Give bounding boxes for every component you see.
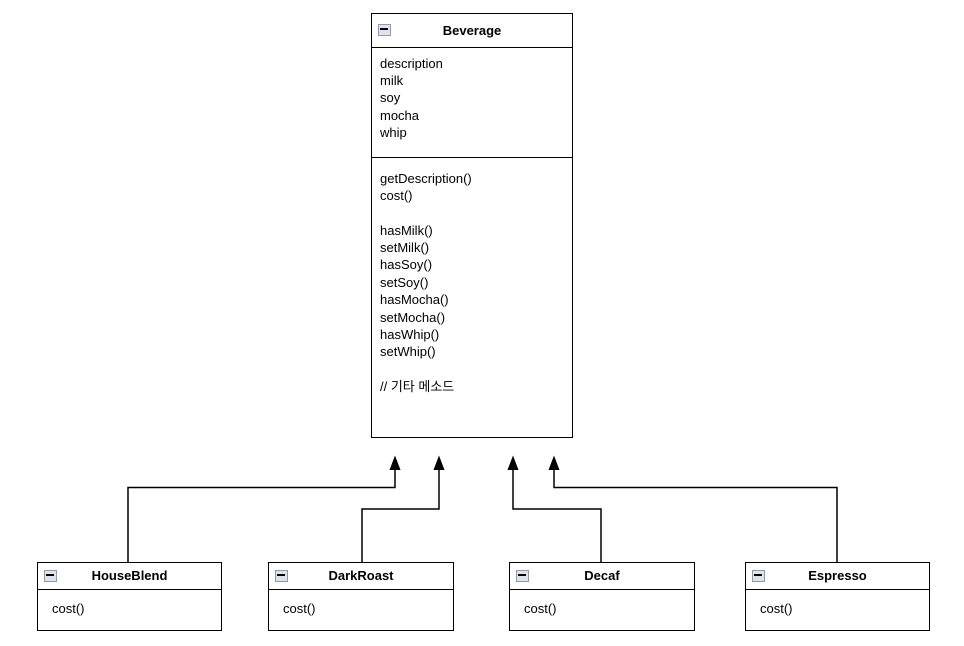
class-header-decaf: Decaf xyxy=(510,563,694,590)
collapse-icon[interactable] xyxy=(378,24,391,37)
attribute-item: description xyxy=(380,55,443,71)
class-box-espresso[interactable]: Espresso cost() xyxy=(745,562,930,631)
method-item: cost() xyxy=(283,600,316,616)
class-title-beverage: Beverage xyxy=(442,22,502,38)
class-title-houseblend: HouseBlend xyxy=(91,568,168,584)
method-item: getDescription() xyxy=(380,170,472,186)
attributes-section-beverage: description milk soy mocha whip xyxy=(372,48,572,158)
method-item: cost() xyxy=(380,187,413,203)
method-item: hasMocha() xyxy=(380,292,449,308)
method-item: setSoy() xyxy=(380,274,429,290)
minus-glyph xyxy=(754,573,762,576)
class-box-darkroast[interactable]: DarkRoast cost() xyxy=(268,562,454,631)
minus-glyph xyxy=(380,28,388,31)
arrowhead-icon xyxy=(507,455,519,470)
method-item: hasWhip() xyxy=(380,327,440,343)
collapse-icon[interactable] xyxy=(44,569,57,582)
attribute-item: soy xyxy=(380,90,401,106)
inheritance-connector-darkroast[interactable] xyxy=(361,455,445,563)
collapse-icon[interactable] xyxy=(275,569,288,582)
method-item: cost() xyxy=(524,600,557,616)
method-item-blank xyxy=(372,204,572,221)
methods-section-espresso: cost() xyxy=(746,590,929,617)
class-header-darkroast: DarkRoast xyxy=(269,563,453,590)
attribute-item: milk xyxy=(380,72,404,88)
minus-glyph xyxy=(277,573,285,576)
method-item: setWhip() xyxy=(380,344,436,360)
minus-glyph xyxy=(518,573,526,576)
class-header-beverage: Beverage xyxy=(372,14,572,48)
method-item: hasSoy() xyxy=(380,257,433,273)
method-item: setMocha() xyxy=(380,309,446,325)
class-box-decaf[interactable]: Decaf cost() xyxy=(509,562,695,631)
method-item-comment: // 기타 메소드 xyxy=(380,379,455,395)
methods-section-decaf: cost() xyxy=(510,590,694,617)
arrowhead-icon xyxy=(433,455,445,470)
attribute-item: whip xyxy=(380,125,407,141)
minus-glyph xyxy=(46,573,54,576)
methods-section-houseblend: cost() xyxy=(38,590,221,617)
inheritance-connector-espresso[interactable] xyxy=(548,455,838,563)
method-item: cost() xyxy=(760,600,793,616)
class-title-darkroast: DarkRoast xyxy=(328,568,394,584)
method-item: hasMilk() xyxy=(380,222,433,238)
method-item: cost() xyxy=(52,600,85,616)
methods-section-beverage: getDescription() cost() hasMilk() setMil… xyxy=(372,158,572,396)
inheritance-connector-decaf[interactable] xyxy=(507,455,602,563)
inheritance-connector-houseblend[interactable] xyxy=(127,455,401,563)
methods-section-darkroast: cost() xyxy=(269,590,453,617)
method-item: setMilk() xyxy=(380,240,430,256)
class-header-houseblend: HouseBlend xyxy=(38,563,221,590)
class-title-decaf: Decaf xyxy=(584,568,620,584)
arrowhead-icon xyxy=(548,455,560,470)
collapse-icon[interactable] xyxy=(516,569,529,582)
class-box-beverage[interactable]: Beverage description milk soy mocha whip… xyxy=(371,13,573,438)
attribute-item: mocha xyxy=(380,107,420,123)
class-box-houseblend[interactable]: HouseBlend cost() xyxy=(37,562,222,631)
class-title-espresso: Espresso xyxy=(808,568,867,584)
arrowhead-icon xyxy=(389,455,401,470)
class-header-espresso: Espresso xyxy=(746,563,929,590)
method-item-blank xyxy=(372,361,572,378)
collapse-icon[interactable] xyxy=(752,569,765,582)
